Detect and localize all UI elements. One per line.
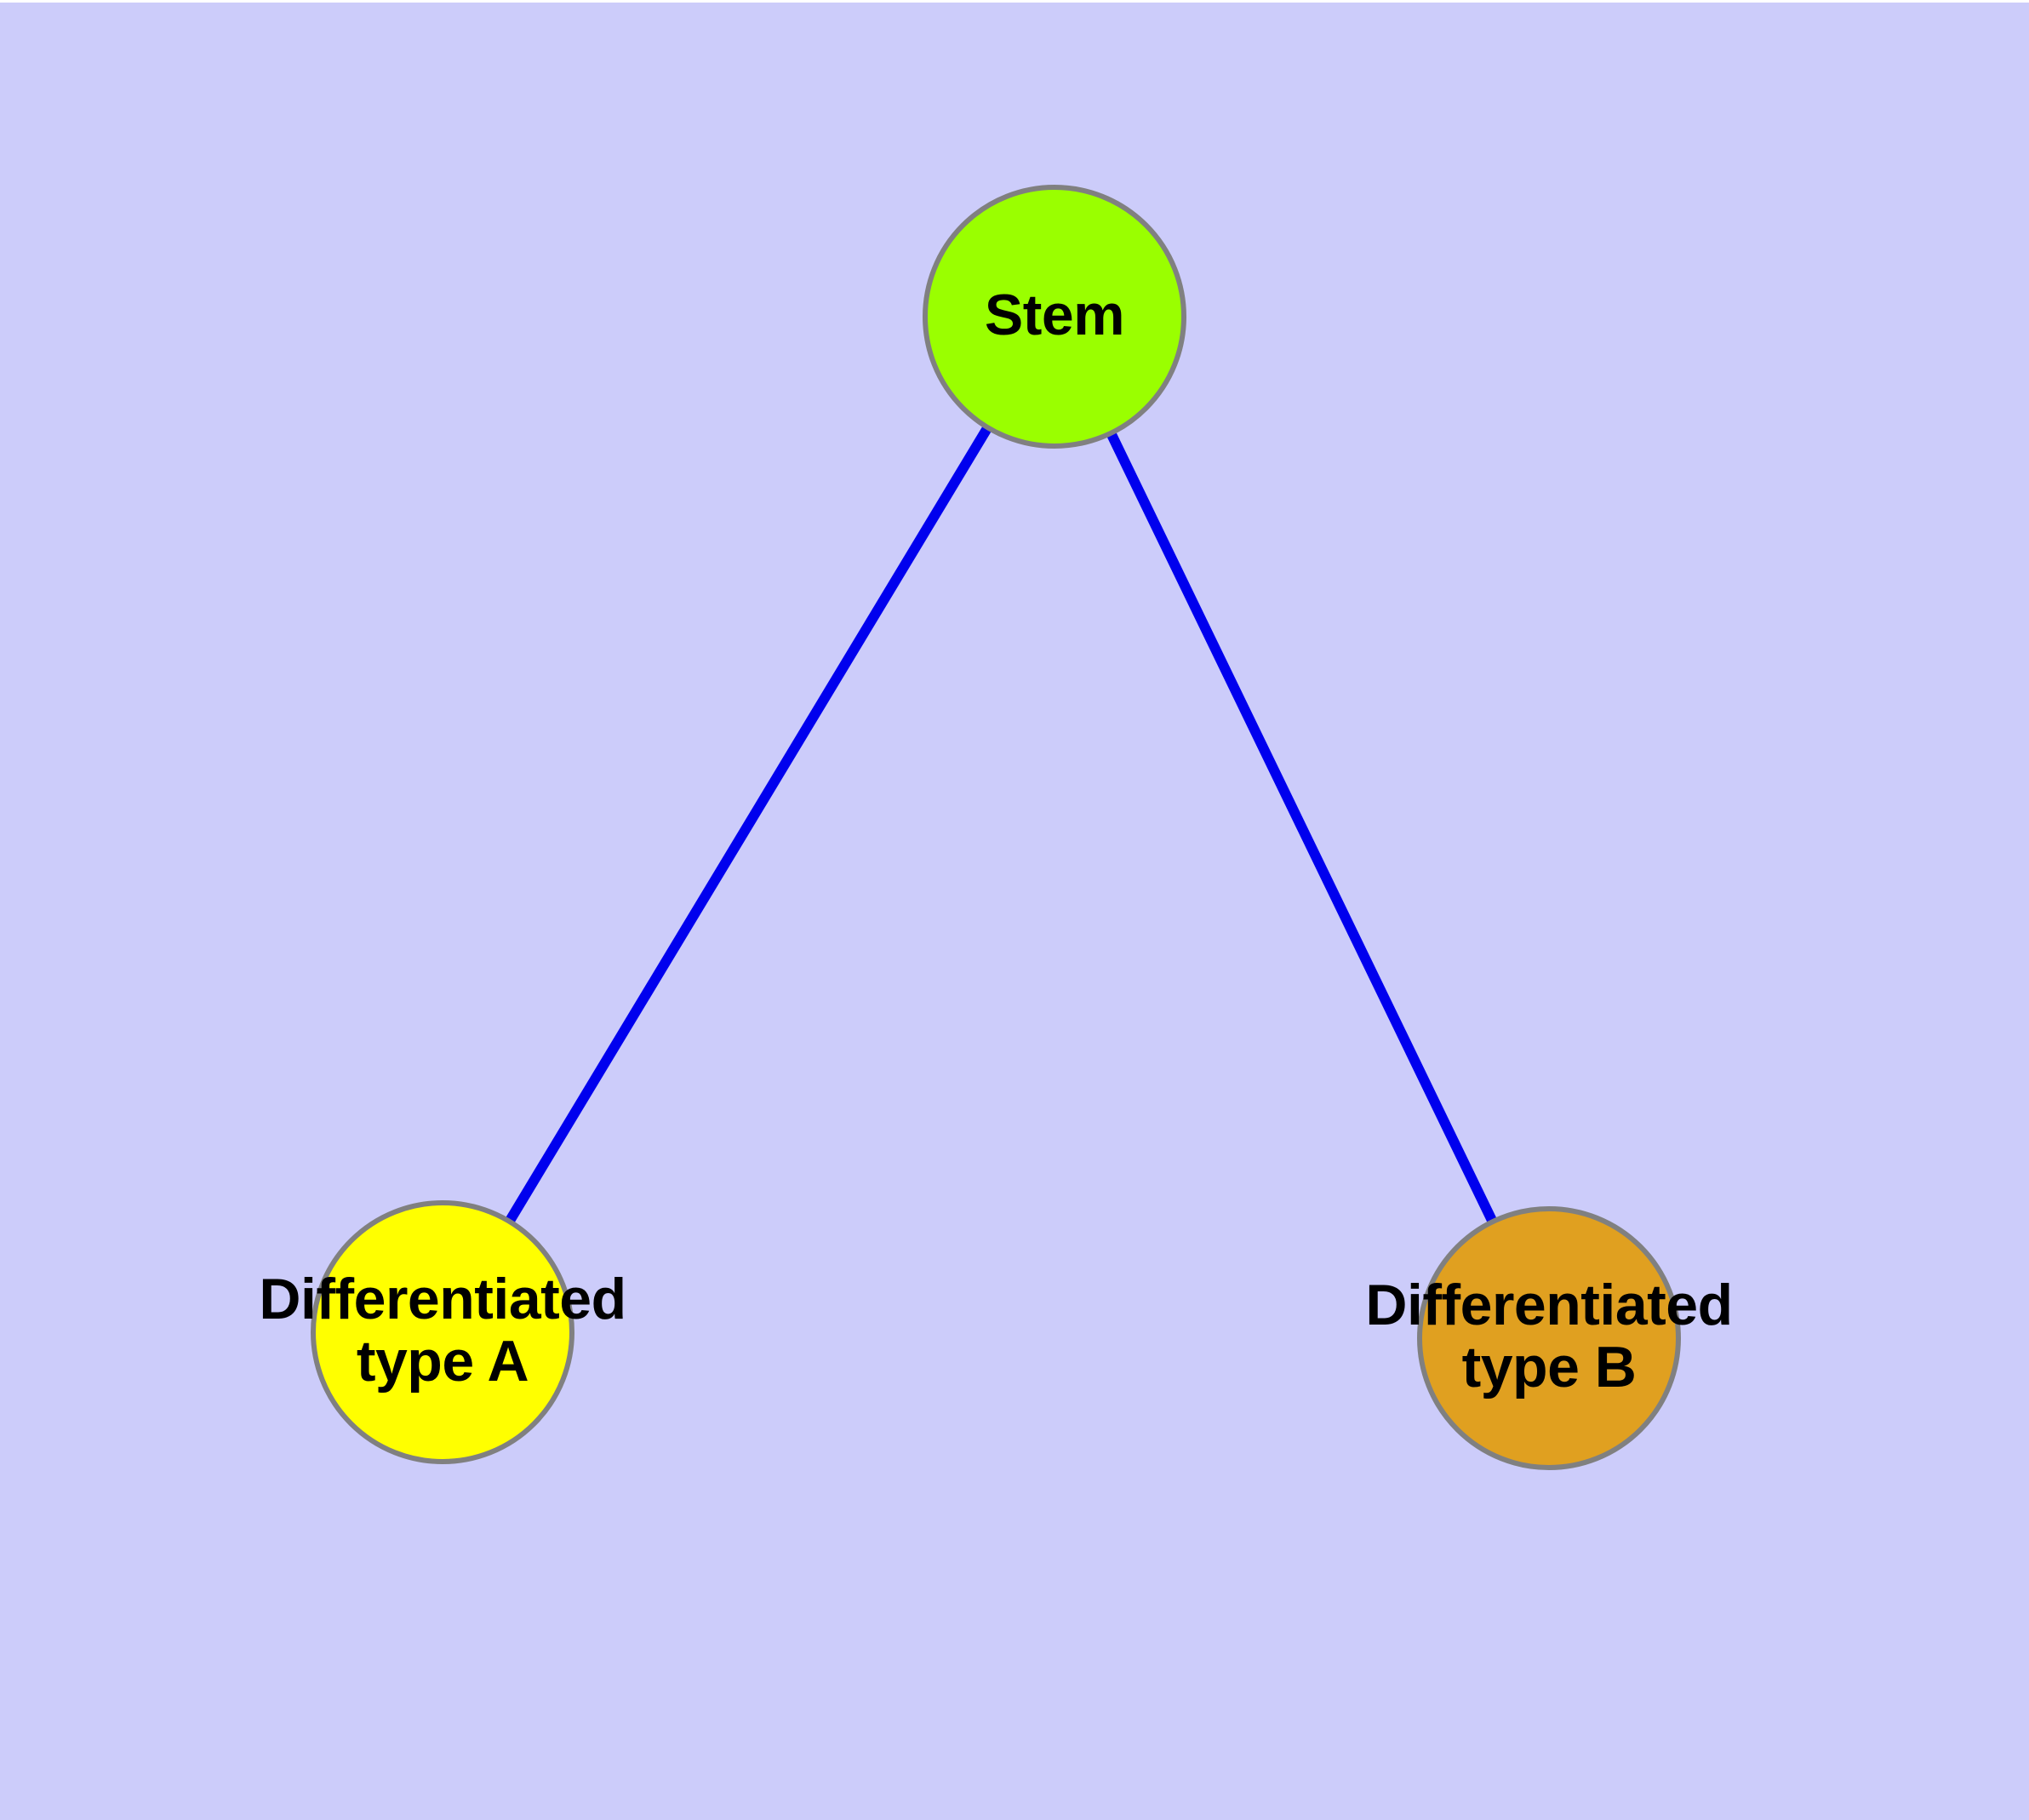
node-differentiated-type-b[interactable] (1417, 1206, 1681, 1470)
edge-stem-to-differentiated-a (437, 313, 1060, 1336)
edge-layer (437, 313, 1554, 1341)
edge-stem-to-differentiated-b (1049, 314, 1554, 1341)
node-differentiated-type-a[interactable] (311, 1200, 574, 1464)
node-layer (311, 185, 1681, 1470)
node-stem[interactable] (923, 185, 1186, 449)
